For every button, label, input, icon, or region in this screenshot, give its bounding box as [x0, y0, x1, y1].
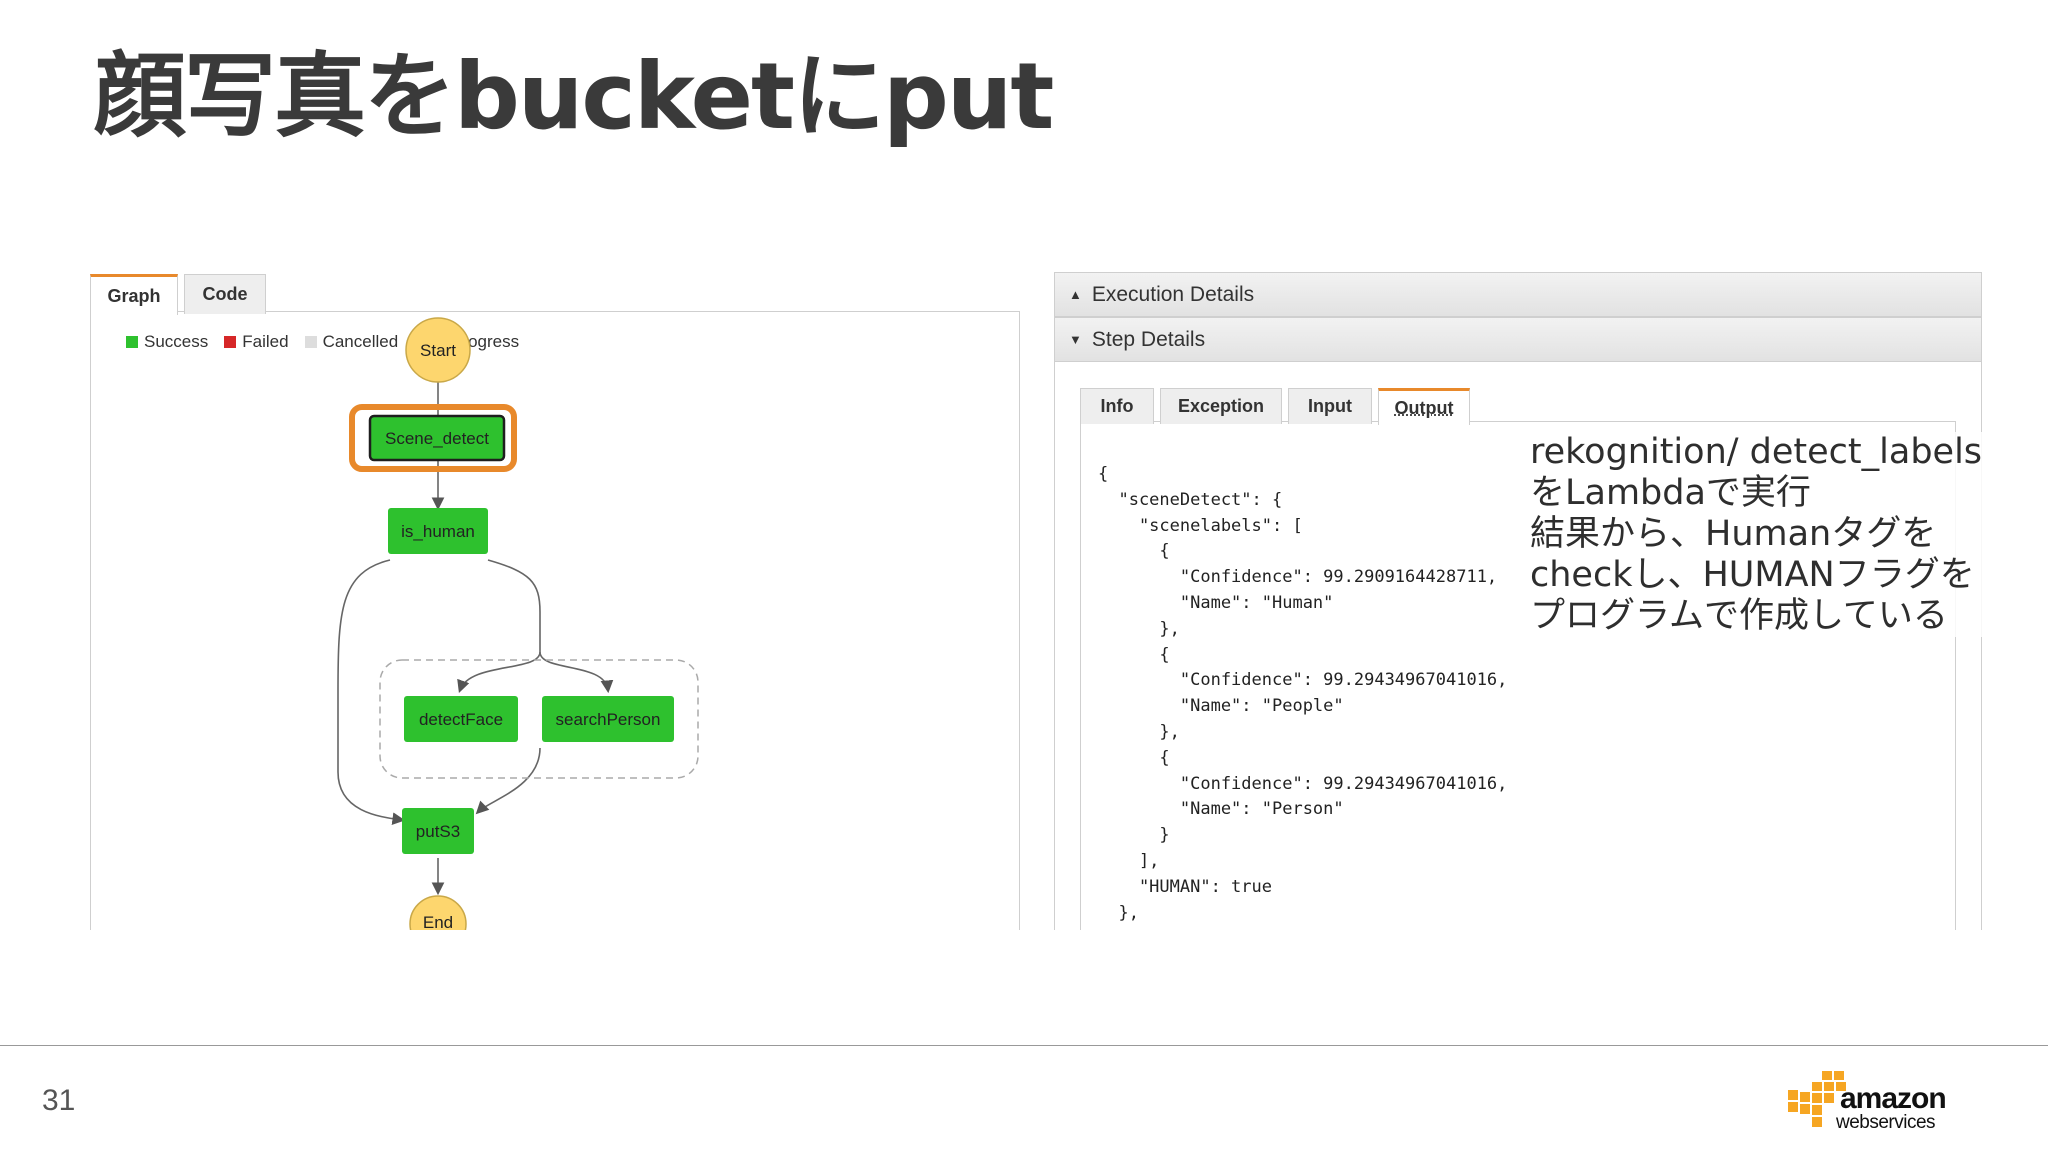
cancelled-swatch [304, 336, 317, 348]
put-s3-node[interactable] [402, 808, 474, 854]
search-person-label: searchPerson [556, 710, 661, 729]
state-machine-graph: Start Scene_detect is_human detectFace s… [337, 317, 699, 930]
legend-label: Failed [242, 332, 289, 351]
is-human-label: is_human [401, 522, 475, 541]
is-human-node[interactable] [388, 508, 488, 554]
annotation-text: rekognition/ detect_labels をLambdaで実行 結果… [1530, 432, 1983, 637]
scene-detect-label: Scene_detect [385, 429, 489, 448]
caret-down-icon: ▼ [1069, 332, 1082, 347]
edge-parallel-puts3 [475, 747, 541, 815]
detect-face-node[interactable] [404, 696, 518, 742]
state-machine-panel: Graph Code Success Failed Cancelled In P… [90, 272, 1020, 930]
edge-ishuman-searchperson [539, 651, 614, 694]
tab-input[interactable]: Input [1288, 388, 1372, 424]
slide-title: 顔写真をbucketにput [94, 43, 1054, 150]
step-details-label: Step Details [1091, 327, 1206, 351]
legend-label: Cancelled [322, 332, 399, 351]
legend-success: Success [126, 332, 208, 352]
tab-exception[interactable]: Exception [1160, 388, 1282, 424]
parallel-state-box [379, 659, 699, 779]
end-node[interactable] [409, 895, 467, 930]
success-swatch [126, 336, 138, 348]
tab-graph[interactable]: Graph [90, 274, 178, 315]
step-details-header[interactable]: ▼ Step Details [1054, 317, 1982, 362]
aws-logo-subtitle: webservices [1836, 1112, 1936, 1133]
step-details-frame [1054, 362, 1982, 930]
start-label: Start [420, 341, 456, 360]
tab-output[interactable]: Output [1378, 388, 1470, 425]
end-label: End [423, 913, 453, 930]
legend-cancelled: Cancelled [304, 332, 399, 352]
edge-ishuman-detectface [457, 559, 541, 694]
execution-details-panel: ▲ Execution Details ▼ Step Details Info … [1054, 272, 1982, 930]
legend-failed: Failed [224, 332, 289, 352]
output-frame [1080, 422, 1956, 930]
caret-up-icon: ▲ [1069, 287, 1082, 302]
failed-swatch [224, 336, 237, 348]
start-node[interactable] [405, 317, 471, 383]
edge-ishuman-puts3 [337, 559, 406, 826]
graph-tab-bar: Graph Code [90, 272, 1020, 315]
aws-logo-wordmark: amazon [1840, 1082, 1947, 1115]
put-s3-label: putS3 [416, 822, 460, 841]
detect-face-label: detectFace [419, 710, 503, 729]
graph-frame [90, 312, 1020, 930]
execution-details-header[interactable]: ▲ Execution Details [1054, 272, 1982, 317]
footer-divider [0, 1045, 2048, 1046]
page-number: 31 [42, 1084, 76, 1117]
tab-info[interactable]: Info [1080, 388, 1154, 424]
search-person-node[interactable] [542, 696, 674, 742]
output-json: { "sceneDetect": { "scenelabels": [ { "C… [1098, 464, 1508, 923]
selected-highlight [349, 404, 517, 472]
legend-label: Success [144, 332, 209, 351]
step-details-tabs: Info Exception Input Output [1080, 384, 1956, 425]
tab-code[interactable]: Code [184, 274, 266, 314]
aws-logo-icon [1788, 1071, 1846, 1127]
execution-details-label: Execution Details [1091, 282, 1255, 306]
scene-detect-node[interactable] [368, 414, 506, 462]
